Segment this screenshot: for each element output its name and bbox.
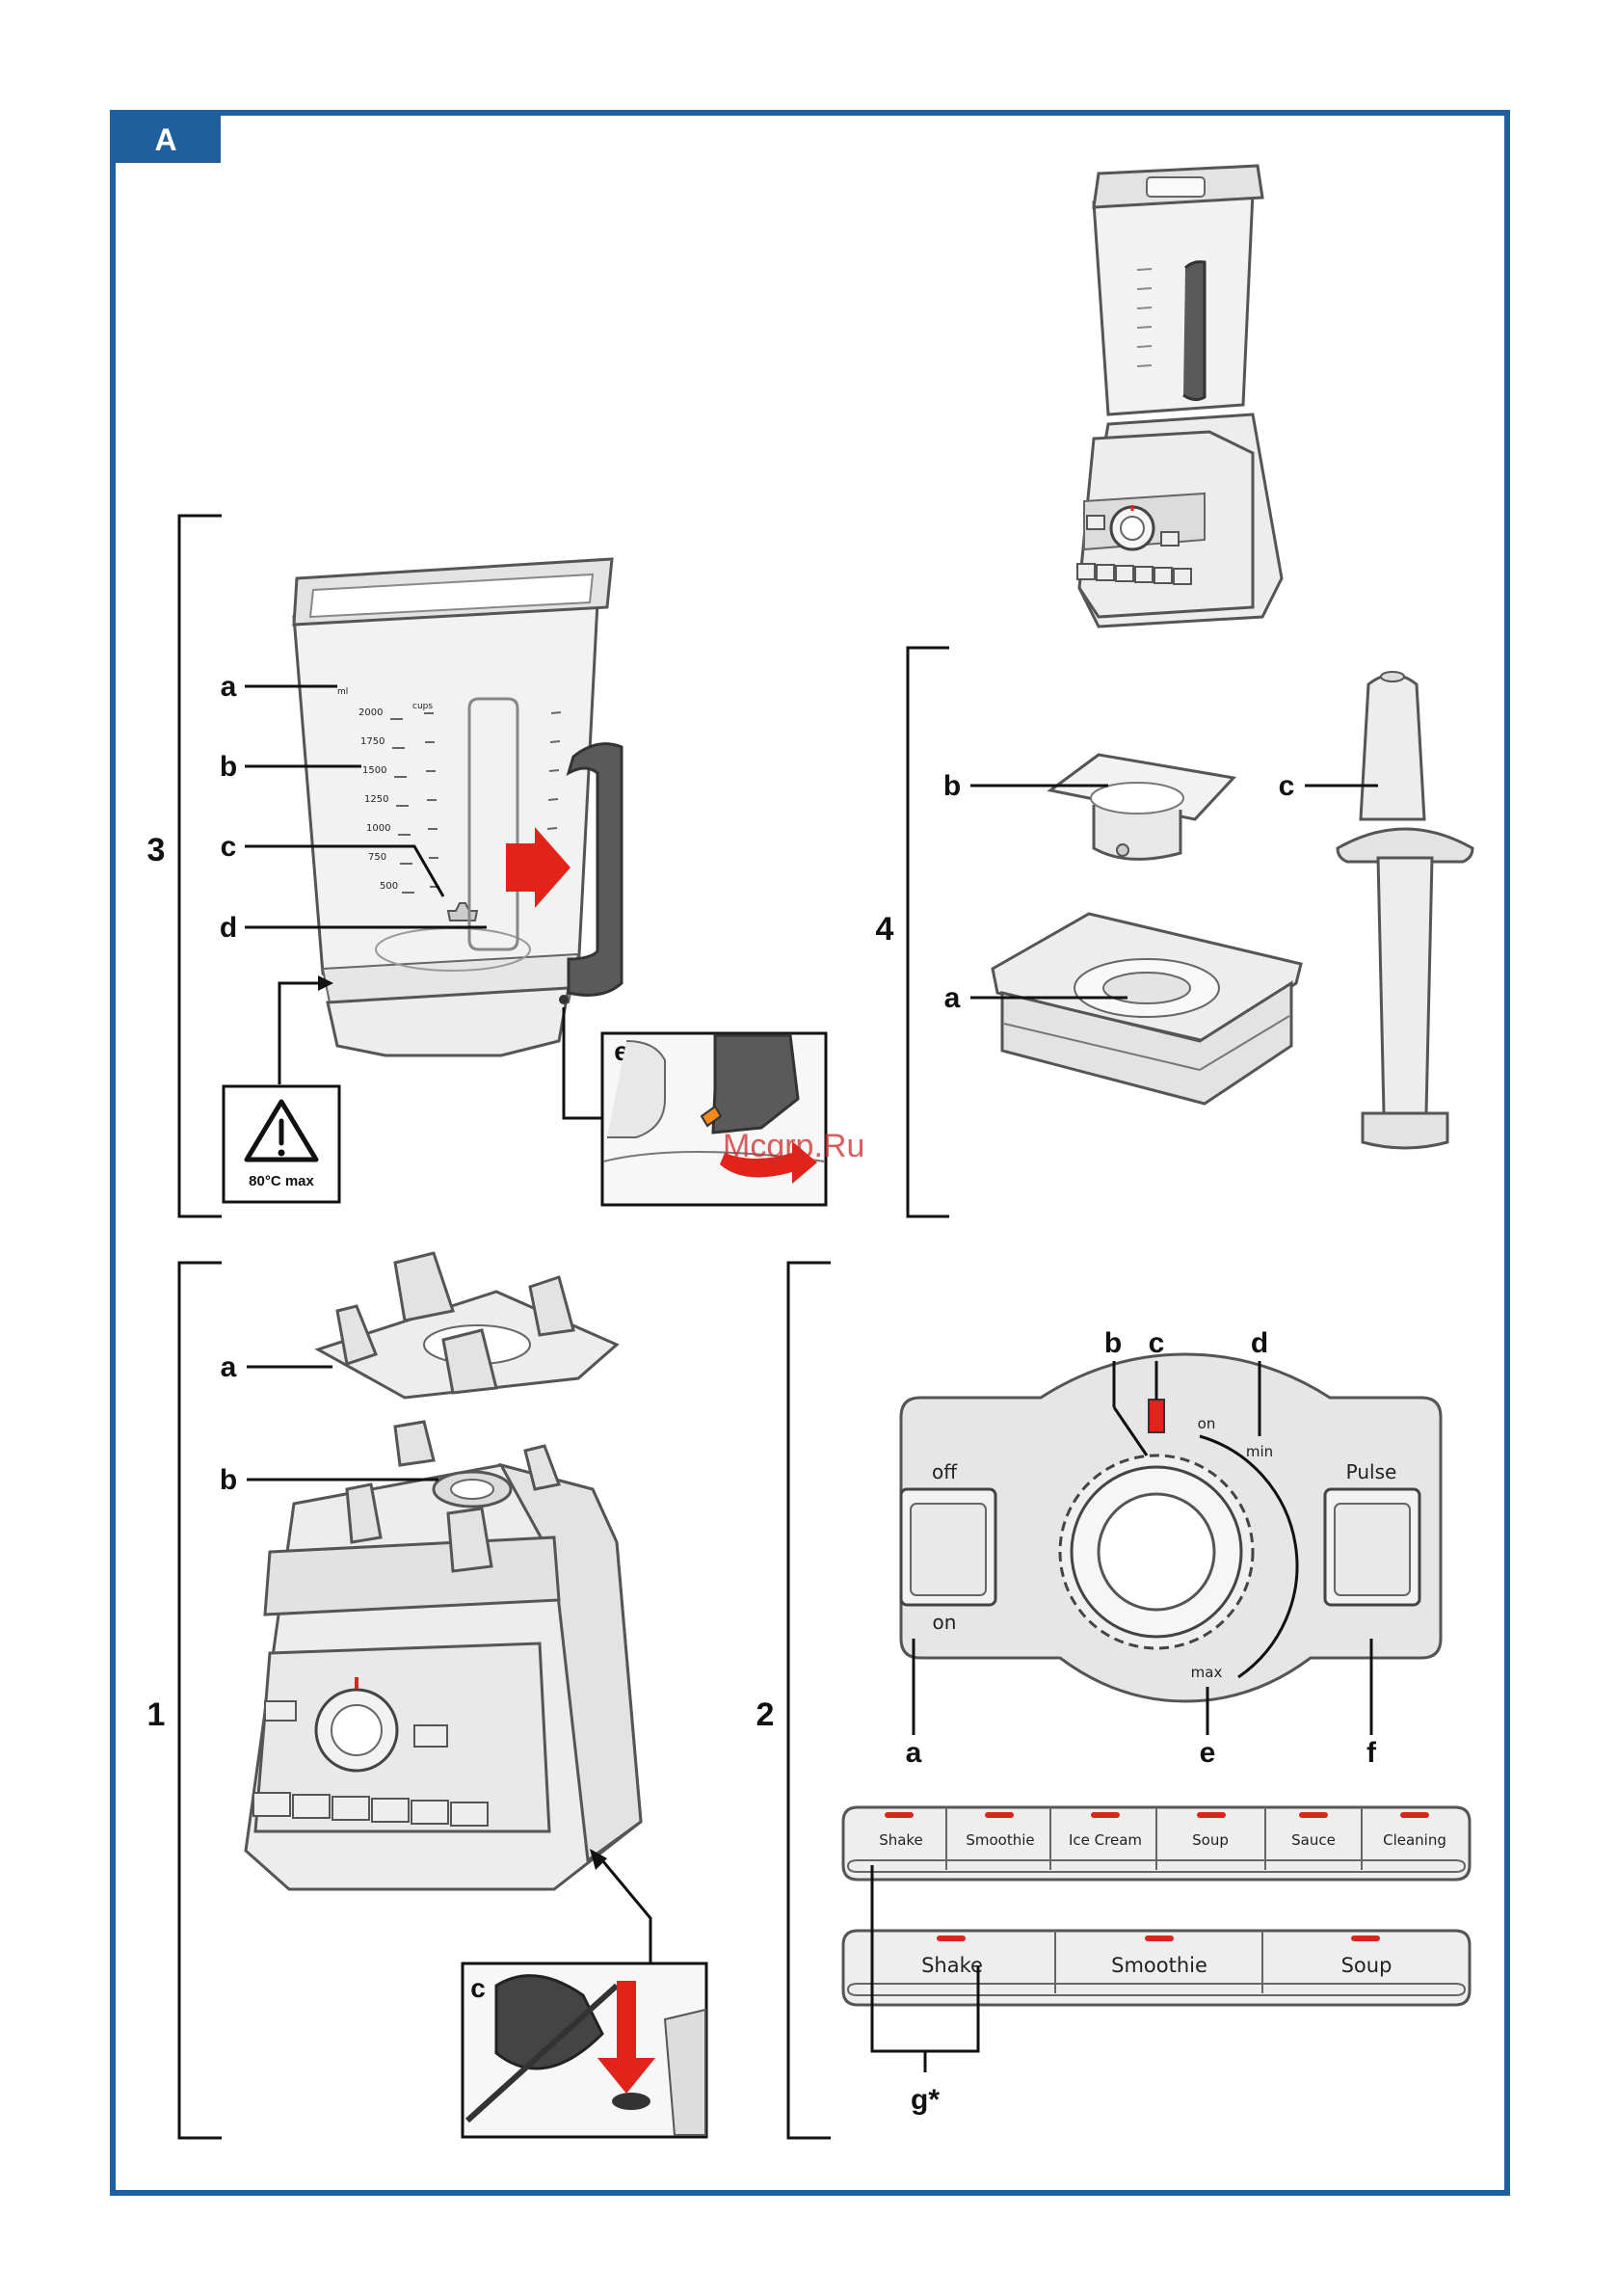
p3-label-a: a [221, 671, 237, 703]
dial-indicator [1149, 1400, 1164, 1432]
p3-label-d: d [220, 912, 237, 944]
led-ice-cream [1091, 1812, 1120, 1818]
watermark: Mcgrp.Ru [723, 1128, 864, 1164]
p3-label-c: c [221, 831, 237, 863]
scale-1250: 1250 [364, 794, 388, 805]
led-smoothie-3 [1145, 1936, 1174, 1941]
program-button-soup-3[interactable]: Soup [1341, 1954, 1393, 1977]
scale-cups-header: cups [412, 702, 433, 711]
section-letter: A [154, 122, 176, 157]
bracket-panel-4 [908, 648, 949, 1216]
scale-ml-header: ml [337, 687, 348, 697]
program-button-cleaning[interactable]: Cleaning [1383, 1831, 1446, 1849]
p2-label-a: a [906, 1737, 922, 1769]
pulse-label: Pulse [1346, 1460, 1397, 1483]
speed-dial[interactable] [1060, 1455, 1253, 1648]
dial-on-label: on [1198, 1415, 1216, 1432]
program-strip-3: Shake Smoothie Soup [843, 1931, 1470, 2005]
scale-1000: 1000 [366, 823, 390, 834]
program-button-smoothie-3[interactable]: Smoothie [1111, 1954, 1207, 1977]
program-button-smoothie[interactable]: Smoothie [966, 1831, 1034, 1849]
p4-label-a: a [944, 982, 961, 1014]
tamper-illustration [1338, 672, 1472, 1148]
led-soup-3 [1351, 1936, 1380, 1941]
p1-label-b: b [220, 1464, 237, 1496]
program-button-ice-cream[interactable]: Ice Cream [1069, 1831, 1142, 1849]
p1-label-c: c [470, 1973, 486, 2003]
program-strip-6: Shake Smoothie Ice Cream Soup Sauce Clea… [843, 1807, 1470, 1880]
p1-label-a: a [221, 1351, 237, 1383]
control-panel-illustration: off on Pulse on min max [901, 1354, 1441, 1701]
led-cleaning [1400, 1812, 1429, 1818]
scale-750: 750 [368, 852, 386, 863]
led-smoothie [985, 1812, 1014, 1818]
coupling-pad-illustration [318, 1253, 617, 1398]
p2-label-e: e [1200, 1737, 1216, 1769]
led-soup [1197, 1812, 1226, 1818]
scale-1750: 1750 [360, 736, 385, 747]
p2-label-c: c [1149, 1327, 1165, 1359]
bracket-panel-1 [179, 1263, 222, 2138]
p4-label-b: b [943, 770, 961, 802]
scale-500: 500 [380, 881, 398, 892]
jug-illustration: ml cups 2000 1750 1500 1250 1000 750 500 [294, 559, 622, 1055]
panel-number-4: 4 [876, 911, 894, 948]
lid-insert-illustration [1050, 755, 1233, 859]
motor-base-illustration [246, 1422, 641, 1889]
assembled-blender-illustration [1077, 166, 1282, 627]
p2-label-f: f [1366, 1737, 1377, 1769]
scale-1500: 1500 [362, 765, 386, 776]
bracket-panel-2 [788, 1263, 831, 2138]
program-button-sauce[interactable]: Sauce [1291, 1831, 1336, 1849]
scale-2000: 2000 [358, 707, 383, 718]
program-button-soup[interactable]: Soup [1192, 1831, 1229, 1849]
panel-number-2: 2 [756, 1696, 775, 1733]
p4-label-c: c [1279, 770, 1295, 802]
lid-illustration [993, 914, 1301, 1104]
program-button-shake[interactable]: Shake [879, 1831, 923, 1849]
dial-max-label: max [1191, 1664, 1223, 1681]
led-shake-3 [937, 1936, 966, 1941]
p2-label-g: g* [911, 2084, 940, 2116]
led-sauce [1299, 1812, 1328, 1818]
p3-label-b: b [220, 751, 237, 783]
off-label: off [932, 1460, 958, 1483]
bracket-panel-3 [179, 516, 222, 1216]
panel-number-1: 1 [147, 1696, 166, 1733]
panel-number-3: 3 [147, 832, 166, 868]
temp-warning-text: 80°C max [249, 1173, 314, 1189]
on-label: on [933, 1611, 957, 1634]
dial-min-label: min [1246, 1443, 1273, 1460]
program-button-shake-3[interactable]: Shake [921, 1954, 983, 1977]
p2-label-d: d [1251, 1327, 1268, 1359]
p2-label-b: b [1104, 1327, 1122, 1359]
led-shake [885, 1812, 914, 1818]
